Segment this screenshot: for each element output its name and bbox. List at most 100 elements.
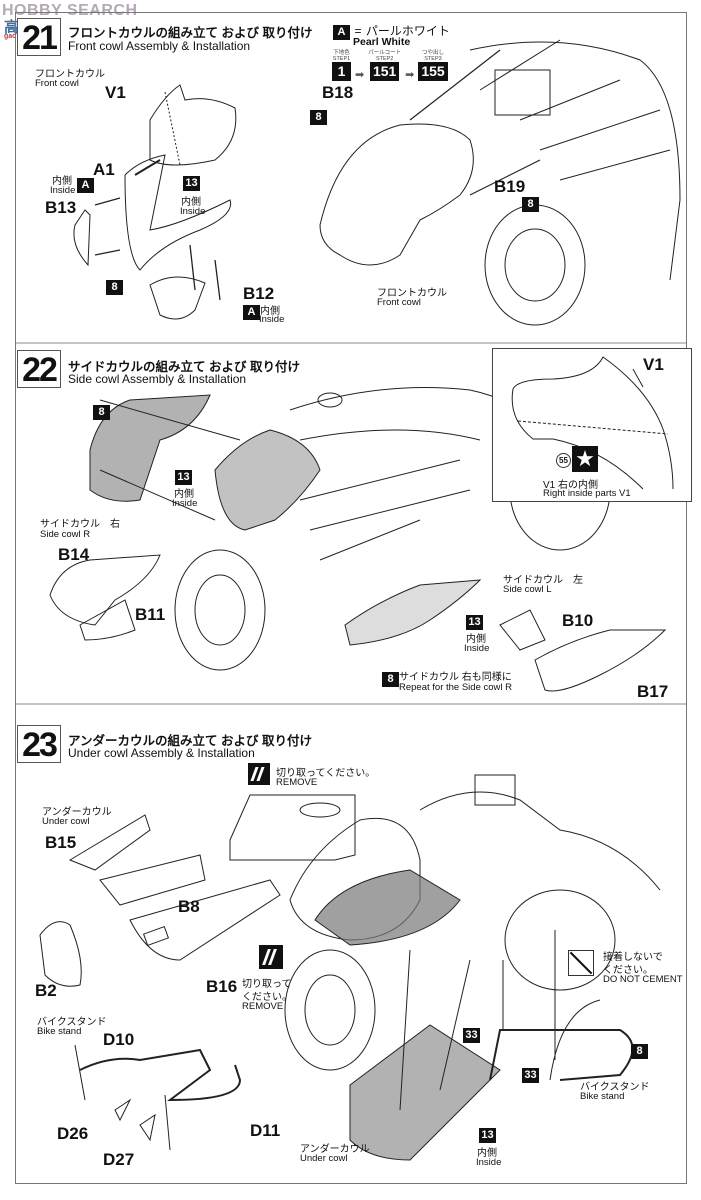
part-d27: D27 bbox=[103, 1150, 135, 1169]
remove-label-jp-line2: ください。 bbox=[242, 992, 292, 1003]
side-cowl-r-label-en: Side cowl R bbox=[40, 529, 91, 540]
cut-icon bbox=[259, 945, 283, 969]
color-badge-13: 13 bbox=[466, 615, 483, 630]
color-name-en: Pearl White bbox=[353, 36, 411, 48]
paint-code-1: 1 bbox=[332, 62, 351, 81]
color-name-jp: パールホワイト bbox=[365, 24, 450, 38]
inside-label-en: Inside bbox=[259, 314, 285, 325]
front-cowl-b13-drawing bbox=[73, 209, 91, 267]
color-badge-33: 33 bbox=[522, 1068, 539, 1083]
part-b18: B18 bbox=[322, 83, 354, 102]
color-badge-8: 8 bbox=[382, 672, 399, 687]
under-cowl-inner-drawing bbox=[349, 949, 501, 1161]
arrow-right-icon: ➡ bbox=[355, 69, 365, 81]
paint-step-2: パールコート STEP2 151 bbox=[368, 50, 402, 81]
inside-label-jp: 内側 bbox=[174, 489, 194, 500]
v1-detail-inset: V1 55 ★ V1 右の内側 Right inside parts V1 bbox=[492, 348, 692, 502]
side-cowl-l-label-jp: サイドカウル 左 bbox=[503, 575, 583, 586]
arrow-right-icon: ➡ bbox=[405, 69, 415, 81]
paint-code-151: 151 bbox=[369, 62, 400, 81]
paint-step-3: つや出し STEP3 155 bbox=[418, 48, 448, 81]
repeat-label-jp: サイドカウル 右も同様に bbox=[399, 672, 512, 683]
side-cowl-l-drawing bbox=[499, 609, 667, 692]
part-b19: B19 bbox=[494, 177, 526, 196]
step-22-title-en: Side cowl Assembly & Installation bbox=[68, 372, 247, 386]
color-badge-13: 13 bbox=[183, 176, 200, 191]
front-cowl-b12-drawing bbox=[149, 276, 206, 320]
inside-label-en: Inside bbox=[180, 206, 206, 217]
no-cement-label-en: DO NOT CEMENT bbox=[603, 974, 683, 985]
instruction-frame bbox=[15, 12, 687, 1184]
bike-stand-label-en: Bike stand bbox=[37, 1026, 82, 1037]
under-cowl-label-en: Under cowl bbox=[42, 816, 90, 827]
color-badge-8: 8 bbox=[631, 1044, 648, 1059]
step-number-22: 22 bbox=[17, 350, 61, 389]
inside-label-jp: 内側 bbox=[181, 197, 201, 208]
part-v1: V1 bbox=[105, 83, 126, 102]
repeat-label-en: Repeat for the Side cowl R bbox=[399, 682, 513, 693]
step-number-23: 23 bbox=[17, 725, 61, 764]
color-legend: A = パールホワイト bbox=[333, 22, 450, 40]
front-cowl-label-jp: フロントカウル bbox=[377, 288, 447, 299]
part-b15: B15 bbox=[45, 833, 77, 852]
part-b2: B2 bbox=[35, 981, 57, 1000]
side-cowl-l-label-en: Side cowl L bbox=[503, 584, 552, 595]
part-b8: B8 bbox=[178, 897, 200, 916]
step-23-title-jp: アンダーカウルの組み立て および 取り付け bbox=[68, 734, 312, 748]
paint-sequence: 下地色 STEP1 1 ➡ パールコート STEP2 151 ➡ つや出し ST… bbox=[332, 48, 448, 81]
color-badge-8: 8 bbox=[522, 197, 539, 212]
side-cowl-l-inner-drawing bbox=[344, 579, 482, 646]
under-cowl-label-jp: アンダーカウル bbox=[42, 807, 112, 818]
color-badge-a: A bbox=[243, 305, 260, 320]
star-icon: ★ bbox=[572, 446, 598, 472]
step-21-title-jp: フロントカウルの組み立て および 取り付け bbox=[68, 26, 313, 40]
inset-caption-jp: V1 右の内側 bbox=[543, 480, 599, 491]
step-number-21: 21 bbox=[17, 18, 61, 57]
bike-front-drawing bbox=[319, 39, 681, 326]
equals-sign: = bbox=[354, 24, 362, 38]
inside-label-jp: 内側 bbox=[466, 634, 486, 645]
cut-icon bbox=[248, 763, 270, 785]
bike-stand-label-jp: バイクスタンド bbox=[37, 1017, 107, 1028]
color-badge-8: 8 bbox=[106, 280, 123, 295]
part-b13: B13 bbox=[45, 198, 77, 217]
under-cowl-exploded-drawing bbox=[39, 814, 281, 987]
step-21-title-en: Front cowl Assembly & Installation bbox=[68, 39, 251, 53]
front-cowl-label-en: Front cowl bbox=[377, 297, 421, 308]
remove-label-en: REMOVE bbox=[242, 1001, 284, 1012]
part-b12: B12 bbox=[243, 284, 275, 303]
no-cement-icon bbox=[568, 950, 594, 976]
bike-stand-left-drawing bbox=[74, 1044, 242, 1151]
color-badge-a: A bbox=[333, 25, 350, 40]
color-badge-8: 8 bbox=[93, 405, 110, 420]
no-cement-label-jp-line1: 接着しないで bbox=[603, 952, 663, 963]
inside-label-jp: 内側 bbox=[52, 176, 72, 187]
bike-under-drawing bbox=[284, 774, 661, 1071]
v1-inset-drawing bbox=[511, 356, 674, 490]
remove-inset-lines bbox=[229, 794, 356, 861]
bike-stand-label-jp: バイクスタンド bbox=[580, 1082, 650, 1093]
part-b14: B14 bbox=[58, 545, 90, 564]
color-badge-a: A bbox=[77, 178, 94, 193]
side-cowl-r-label-jp: サイドカウル 右 bbox=[40, 519, 120, 530]
remove-label-jp-line1: 切り取って bbox=[242, 979, 292, 990]
assembly-arrows bbox=[94, 197, 221, 301]
inside-label-en: Inside bbox=[464, 643, 490, 654]
remove-label-en: REMOVE bbox=[276, 777, 318, 788]
part-b16: B16 bbox=[206, 977, 238, 996]
part-a1: A1 bbox=[93, 160, 115, 179]
part-d26: D26 bbox=[57, 1124, 89, 1143]
paint-step-1: 下地色 STEP1 1 bbox=[332, 50, 351, 81]
color-badge-13: 13 bbox=[175, 470, 192, 485]
side-cowl-inner-drawing bbox=[89, 394, 241, 521]
front-cowl-label-en: Front cowl bbox=[35, 78, 79, 89]
color-badge-8: 8 bbox=[310, 110, 327, 125]
no-cement-label-jp-line2: ください。 bbox=[603, 965, 653, 976]
inside-label-en: Inside bbox=[50, 185, 76, 196]
part-b11: B11 bbox=[135, 605, 166, 624]
under-cowl-label-jp: アンダーカウル bbox=[300, 1144, 370, 1155]
front-cowl-a1-drawing bbox=[124, 154, 232, 271]
color-badge-13: 13 bbox=[479, 1128, 496, 1143]
inside-label-jp: 内側 bbox=[260, 306, 280, 317]
